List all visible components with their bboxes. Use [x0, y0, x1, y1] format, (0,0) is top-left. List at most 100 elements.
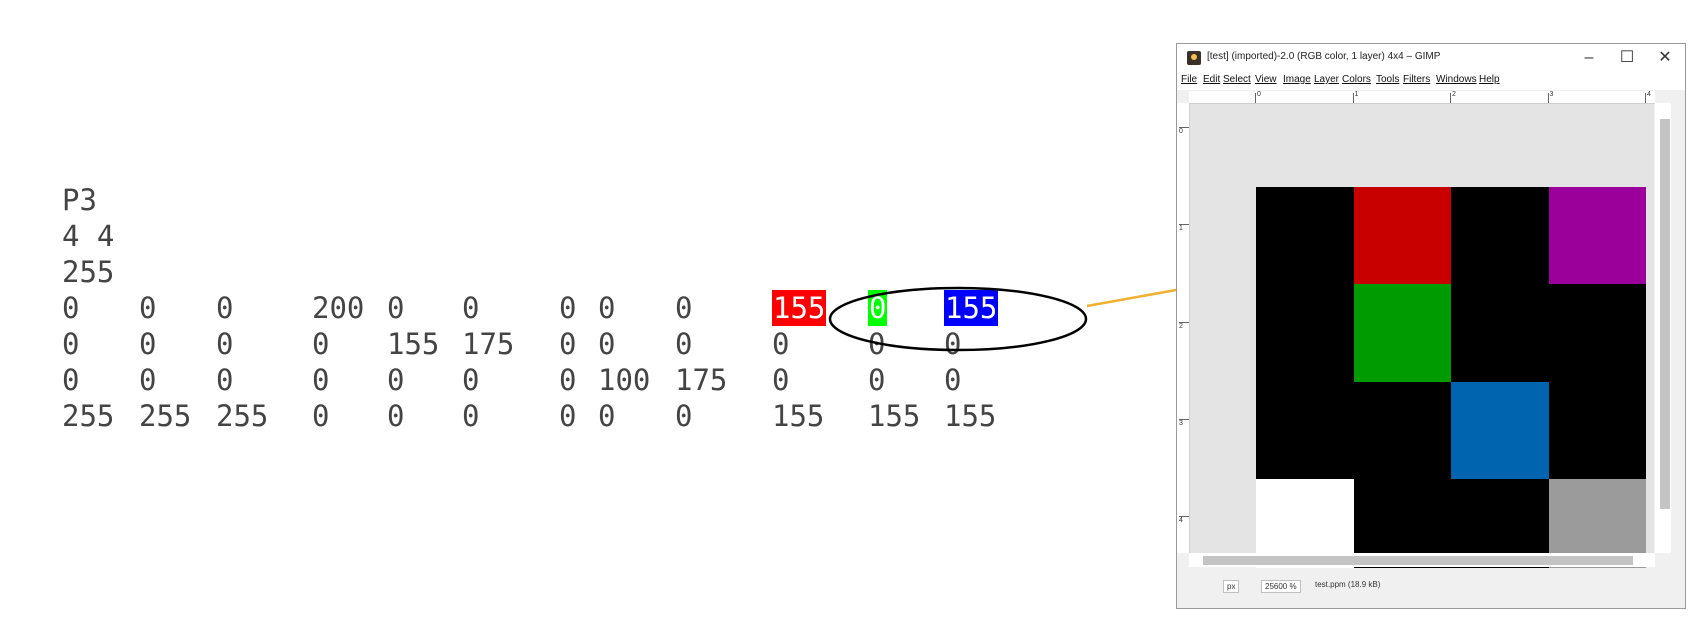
- ppm-header-line: 255: [62, 255, 115, 289]
- ruler-tick: [1255, 93, 1256, 103]
- maximize-button[interactable]: ☐: [1619, 49, 1635, 66]
- pixel-r0-c1[interactable]: [1353, 187, 1451, 285]
- pixel-r0-c3[interactable]: [1548, 187, 1646, 285]
- pixel-r1-c0[interactable]: [1256, 284, 1354, 382]
- zoom-select[interactable]: 25600 %: [1261, 580, 1301, 593]
- ruler-tick: [1179, 127, 1189, 128]
- ppm-highlighted-value: 155: [772, 290, 827, 326]
- ppm-value: 0: [675, 291, 693, 325]
- pixel-r2-c0[interactable]: [1256, 381, 1354, 479]
- ruler-label: 1: [1179, 225, 1183, 233]
- pixel-r0-c2[interactable]: [1451, 187, 1549, 285]
- menu-item-select[interactable]: Select: [1223, 74, 1251, 85]
- image-pixel-grid[interactable]: [1256, 187, 1646, 576]
- ppm-value: 0: [312, 363, 330, 397]
- ppm-value: 255: [216, 399, 269, 433]
- ppm-value: 0: [944, 363, 962, 397]
- ppm-value: 0: [139, 291, 157, 325]
- ppm-value: 100: [598, 363, 651, 397]
- ppm-value: 0: [216, 291, 234, 325]
- gimp-window[interactable]: [test] (imported)-2.0 (RGB color, 1 laye…: [1176, 43, 1686, 609]
- ppm-value: 0: [462, 399, 480, 433]
- horizontal-scrollbar[interactable]: [1189, 553, 1655, 567]
- menu-item-edit[interactable]: Edit: [1203, 74, 1221, 85]
- ppm-header-line: 4 4: [62, 219, 115, 253]
- pixel-r1-c3[interactable]: [1548, 284, 1646, 382]
- ppm-value: 0: [598, 399, 616, 433]
- ppm-value: 0: [675, 327, 693, 361]
- ppm-value: 0: [462, 363, 480, 397]
- ruler-tick: [1547, 93, 1549, 103]
- pixel-r1-c2[interactable]: [1451, 284, 1549, 382]
- image-canvas-area[interactable]: [1190, 104, 1654, 576]
- ppm-value: 0: [387, 291, 405, 325]
- pixel-r0-c0[interactable]: [1256, 187, 1354, 285]
- menu-item-layer[interactable]: Layer: [1314, 74, 1340, 85]
- file-info: test.ppm (18.9 kB): [1315, 580, 1381, 589]
- ruler-label: 2: [1179, 322, 1183, 330]
- ppm-value: 0: [312, 327, 330, 361]
- ruler-label: 1: [1354, 91, 1359, 98]
- ppm-value: 0: [216, 363, 234, 397]
- ruler-tick: [1352, 93, 1354, 103]
- ppm-value: 0: [312, 399, 330, 433]
- ppm-value: 255: [139, 399, 192, 433]
- gimp-app-icon: [1187, 51, 1201, 65]
- ppm-value: 0: [868, 363, 886, 397]
- unit-select[interactable]: px: [1223, 580, 1240, 593]
- menu-item-colors[interactable]: Colors: [1342, 74, 1371, 85]
- ppm-value: 0: [139, 363, 157, 397]
- ppm-value: 155: [387, 327, 440, 361]
- ppm-value: 0: [139, 327, 157, 361]
- ppm-value: 200: [312, 291, 365, 325]
- ppm-value: 0: [868, 327, 886, 361]
- menu-item-image[interactable]: Image: [1283, 74, 1311, 85]
- window-title: [test] (imported)-2.0 (RGB color, 1 laye…: [1207, 51, 1441, 62]
- status-bar: px 25600 % test.ppm (18.9 kB): [1177, 568, 1685, 608]
- menu-item-help[interactable]: Help: [1479, 74, 1500, 85]
- ppm-value: 0: [62, 291, 80, 325]
- ruler-label: 4: [1647, 91, 1651, 98]
- ruler-label: 4: [1179, 517, 1183, 525]
- ruler-tick: [1179, 418, 1189, 420]
- ruler-label: 0: [1257, 91, 1261, 98]
- menu-item-view[interactable]: View: [1255, 74, 1277, 85]
- ppm-value: 0: [387, 363, 405, 397]
- menu-item-tools[interactable]: Tools: [1376, 74, 1400, 85]
- vertical-scroll-thumb[interactable]: [1660, 119, 1670, 509]
- ppm-value: 0: [559, 327, 577, 361]
- pixel-r1-c1[interactable]: [1353, 284, 1451, 382]
- ppm-value: 255: [62, 399, 115, 433]
- vertical-scrollbar[interactable]: [1655, 103, 1671, 553]
- ruler-tick: [1179, 224, 1189, 226]
- title-bar[interactable]: [test] (imported)-2.0 (RGB color, 1 laye…: [1177, 44, 1685, 72]
- ruler-label: 2: [1452, 91, 1456, 98]
- ppm-value: 0: [772, 363, 790, 397]
- pixel-r2-c2[interactable]: [1451, 381, 1549, 479]
- ppm-value: 0: [772, 327, 790, 361]
- ruler-tick: [1179, 516, 1189, 518]
- minimize-button[interactable]: –: [1584, 49, 1594, 66]
- ruler-label: 3: [1179, 419, 1183, 427]
- ppm-value: 155: [772, 399, 825, 433]
- ruler-label: 0: [1179, 128, 1183, 135]
- pixel-r2-c1[interactable]: [1353, 381, 1451, 479]
- horizontal-scroll-thumb[interactable]: [1203, 556, 1633, 565]
- ppm-value: 0: [559, 291, 577, 325]
- pixel-r2-c3[interactable]: [1548, 381, 1646, 479]
- menu-item-filters[interactable]: Filters: [1403, 74, 1431, 85]
- ppm-value: 0: [675, 399, 693, 433]
- ppm-value: 175: [462, 327, 515, 361]
- ruler-tick: [1450, 93, 1451, 103]
- menu-item-windows[interactable]: Windows: [1436, 74, 1477, 85]
- ppm-value: 175: [675, 363, 728, 397]
- ruler-tick: [1179, 321, 1189, 323]
- menu-item-file[interactable]: File: [1181, 74, 1198, 85]
- close-button[interactable]: ✕: [1658, 49, 1672, 66]
- vertical-ruler[interactable]: 0 1 2 3 4: [1177, 103, 1190, 553]
- ppm-value: 0: [559, 399, 577, 433]
- ppm-value: 0: [598, 327, 616, 361]
